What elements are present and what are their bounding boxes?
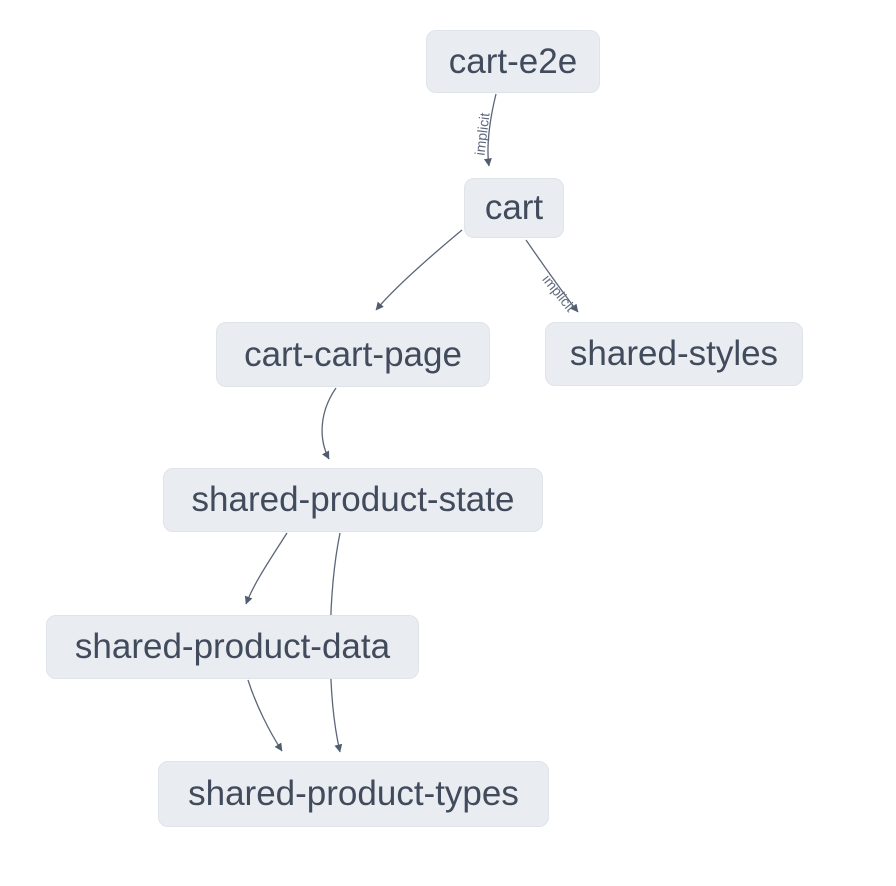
edge-shared-product-state-to-shared-product-data bbox=[244, 532, 288, 605]
edge-cart-to-cart-cart-page bbox=[375, 229, 463, 311]
edge-cart-e2e-to-cart bbox=[483, 93, 497, 167]
edge-cart-cart-page-to-shared-product-state bbox=[321, 387, 337, 460]
graph-node-cart-cart-page[interactable]: cart-cart-page bbox=[216, 322, 490, 387]
graph-node-shared-product-state[interactable]: shared-product-state bbox=[163, 468, 543, 532]
graph-node-cart[interactable]: cart bbox=[464, 178, 564, 238]
edge-cart-to-shared-styles bbox=[525, 239, 579, 313]
edge-shared-product-data-to-shared-product-types bbox=[247, 679, 283, 752]
graph-node-shared-product-types[interactable]: shared-product-types bbox=[158, 761, 549, 827]
graph-node-shared-styles[interactable]: shared-styles bbox=[545, 322, 803, 386]
graph-node-shared-product-data[interactable]: shared-product-data bbox=[46, 615, 419, 679]
graph-node-cart-e2e[interactable]: cart-e2e bbox=[426, 30, 600, 93]
